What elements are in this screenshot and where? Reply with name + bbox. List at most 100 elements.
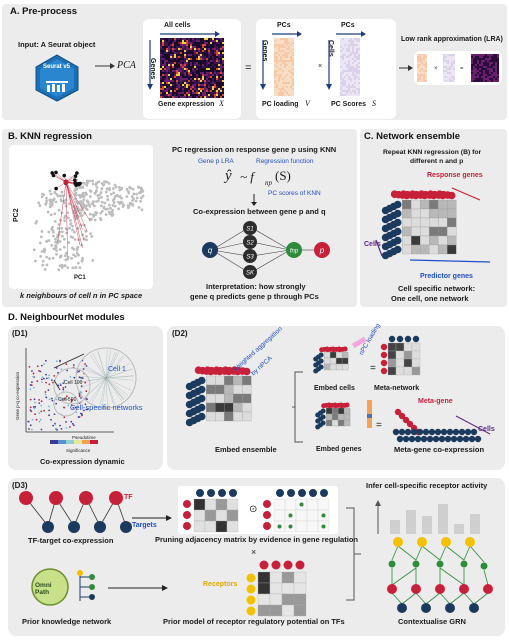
heatmap-cell	[178, 70, 180, 72]
lra-cell	[417, 66, 419, 68]
pca-point	[100, 200, 104, 204]
heatmap-cell	[212, 80, 214, 82]
heatmap-cell	[196, 82, 198, 84]
pca-point	[57, 268, 61, 272]
heatmap-cell	[160, 72, 162, 74]
pca-point	[75, 200, 78, 203]
d1-point	[52, 381, 54, 384]
heatmap-cell	[194, 72, 196, 74]
heatmap-cell	[214, 78, 216, 80]
cube-grid-cell	[447, 235, 457, 246]
grn-tf-node	[411, 584, 421, 594]
lra-cell	[451, 64, 453, 66]
loading-cell	[280, 70, 282, 72]
heatmap-cell	[178, 44, 180, 46]
heatmap-cell	[186, 80, 188, 82]
node-sk-text: SK	[246, 271, 255, 277]
heatmap-cell	[184, 86, 186, 88]
pca-point	[85, 238, 89, 242]
heatmap-cell	[200, 68, 202, 70]
evidence-mark	[277, 524, 282, 529]
d2-cells-label: Cells	[478, 426, 495, 433]
prune-cell	[215, 498, 228, 511]
d1-point	[30, 428, 33, 431]
heatmap-cell	[202, 60, 204, 62]
loading-cell	[276, 52, 278, 54]
d1-point	[40, 428, 43, 431]
score-cell	[356, 50, 358, 52]
heatmap-cell	[178, 68, 180, 70]
heatmap-cell	[220, 88, 222, 90]
grn-tf-node	[459, 584, 469, 594]
heatmap-cell	[168, 76, 170, 78]
heatmap-cell	[206, 86, 208, 88]
heatmap-cell	[164, 56, 166, 58]
pca-point	[111, 199, 115, 202]
score-cell	[346, 46, 348, 48]
d1-point	[60, 368, 63, 370]
d1-network-edge	[105, 377, 125, 400]
pca-point	[74, 186, 78, 190]
lra-cell	[481, 60, 483, 62]
cube-grid-cell	[429, 199, 439, 210]
d1-point	[85, 390, 88, 392]
loading-cell	[284, 72, 286, 74]
heatmap-cell	[200, 76, 202, 78]
d3-arrow-1	[132, 515, 172, 521]
heatmap-cell	[218, 66, 220, 68]
repeat-line1: Repeat KNN regression (B) for	[383, 149, 482, 156]
score-cell	[358, 46, 360, 48]
receptor-cell	[257, 571, 271, 584]
score-cell	[346, 40, 348, 42]
heatmap-cell	[212, 42, 214, 44]
activity-bar	[406, 510, 416, 534]
pca-point	[81, 200, 85, 204]
heatmap-cell	[164, 46, 166, 48]
lra-cell	[497, 72, 499, 74]
cube-grid-cell	[411, 208, 421, 219]
loading-cell	[292, 70, 294, 72]
heatmap-cell	[182, 42, 184, 44]
pca-point	[58, 230, 61, 234]
heatmap-cell	[202, 48, 204, 50]
d1-point	[53, 413, 56, 416]
lra-cell	[495, 72, 497, 74]
heatmap-cell	[190, 82, 192, 84]
d1-point	[32, 372, 35, 375]
lra-cell	[489, 68, 491, 70]
grn-target-node	[469, 603, 479, 613]
response-arrow	[451, 187, 481, 201]
heatmap-cell	[206, 44, 208, 46]
loading-cell	[278, 90, 280, 92]
d1-point	[63, 416, 66, 419]
heatmap-cell	[216, 46, 218, 48]
heatmap-cell	[172, 90, 174, 92]
pca-point	[49, 192, 53, 196]
heatmap-cell	[196, 84, 198, 86]
cube-grid-cell	[447, 217, 457, 228]
heatmap-cell	[202, 72, 204, 74]
pca-point	[103, 180, 106, 183]
heatmap-cell	[174, 38, 176, 40]
pca-point	[40, 195, 44, 199]
lra-cell	[443, 68, 445, 70]
heatmap-cell	[180, 48, 182, 50]
score-cell	[342, 78, 344, 80]
pca-point	[91, 200, 95, 204]
d1-point	[84, 381, 87, 384]
heatmap-cell	[190, 94, 192, 96]
score-cell	[346, 64, 348, 66]
heatmap-cell	[214, 58, 216, 60]
d3-label: (D3)	[12, 481, 28, 490]
heatmap-cell	[206, 66, 208, 68]
lra-cell	[493, 68, 495, 70]
heatmap-cell	[176, 70, 178, 72]
embed-ensemble-label: Embed ensemble	[215, 445, 277, 454]
loading-cell	[276, 48, 278, 50]
heatmap-cell	[172, 78, 174, 80]
score-cell	[346, 86, 348, 88]
heatmap-cell	[160, 80, 162, 82]
meta-cell-node	[426, 435, 434, 443]
pca-point	[82, 198, 86, 202]
loading-cell	[276, 54, 278, 56]
